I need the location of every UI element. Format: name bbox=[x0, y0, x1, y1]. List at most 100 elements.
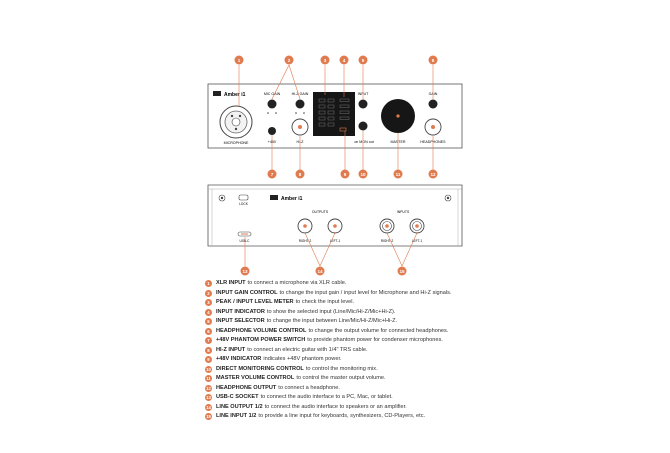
phantom-power-switch[interactable] bbox=[268, 127, 276, 135]
label-output-right: RIGHT-2 bbox=[299, 239, 312, 243]
input-left-core bbox=[415, 224, 419, 228]
meter-segment bbox=[318, 116, 326, 121]
leader-line bbox=[319, 232, 336, 267]
callout-10: 10 bbox=[360, 172, 366, 177]
callout-15: 15 bbox=[399, 269, 405, 274]
input-left-ring bbox=[412, 221, 422, 231]
label-microphone: MICROPHONE bbox=[224, 141, 249, 145]
leader-line bbox=[304, 232, 321, 267]
callout-badge bbox=[428, 55, 438, 65]
callout-1: 1 bbox=[238, 58, 241, 63]
callout-13: 13 bbox=[242, 269, 248, 274]
screw-center bbox=[220, 196, 224, 200]
legend-term: HEADPHONE OUTPUT bbox=[216, 384, 277, 391]
legend-number: 8 bbox=[205, 346, 212, 354]
legend-number: 12 bbox=[205, 384, 212, 392]
callout-badge bbox=[393, 169, 403, 179]
headphone-volume-knob[interactable] bbox=[428, 99, 438, 109]
indicator-led bbox=[339, 116, 350, 120]
meter-segment bbox=[327, 98, 335, 103]
legend-term: HI-Z INPUT bbox=[216, 346, 246, 353]
label-lock: LOCK bbox=[239, 202, 249, 206]
legend-desc: to connect the audio interface to speake… bbox=[264, 403, 407, 410]
mic-gain-knob[interactable] bbox=[267, 99, 277, 109]
callout-badge bbox=[428, 169, 438, 179]
legend-desc: to change the input between Line/Mic/Hi-… bbox=[266, 318, 398, 324]
back-panel-outline bbox=[207, 184, 463, 247]
legend-number: 5 bbox=[205, 318, 212, 326]
input-indicator bbox=[339, 98, 350, 132]
monitoring-knob[interactable] bbox=[358, 121, 368, 131]
meter-segment bbox=[327, 110, 335, 115]
legend-desc: indicates +48V phantom power. bbox=[263, 356, 342, 362]
legend-desc: to connect an electric guitar with 1/4" … bbox=[247, 346, 368, 353]
meter-segment bbox=[318, 110, 326, 115]
callout-2: 2 bbox=[288, 58, 291, 63]
callout-9: 9 bbox=[344, 172, 347, 177]
xlr-pin bbox=[234, 127, 238, 131]
output-right-core bbox=[303, 224, 307, 228]
callout-badge bbox=[339, 55, 349, 65]
legend-desc: to change the output volume for connecte… bbox=[308, 327, 449, 334]
legend-term: INPUT GAIN CONTROL bbox=[216, 289, 278, 296]
callout-11: 11 bbox=[396, 172, 401, 177]
label-mic-gain: MIC GAIN bbox=[264, 92, 281, 96]
callout-4: 4 bbox=[343, 58, 346, 63]
label-input-left: LEFT-1 bbox=[412, 239, 423, 243]
callout-badge bbox=[315, 266, 325, 276]
legend-desc: to control the monitoring mix. bbox=[305, 365, 378, 372]
label-input-right: RIGHT-2 bbox=[381, 239, 394, 243]
legend-term: +48V PHANTOM POWER SWITCH bbox=[216, 337, 306, 343]
hiz-gain-knob[interactable] bbox=[295, 99, 305, 109]
legend-desc: to check the input level. bbox=[295, 299, 355, 305]
callout-badge bbox=[358, 169, 368, 179]
label-outputs: OUTPUTS bbox=[312, 210, 329, 214]
legend-number: 6 bbox=[205, 327, 212, 335]
input-right-core bbox=[385, 224, 389, 228]
meter-segment bbox=[318, 98, 326, 103]
indicator-dot bbox=[303, 112, 305, 114]
front-brand: Amber i1 bbox=[224, 92, 246, 98]
legend-desc: to connect the audio interface to a PC, … bbox=[260, 394, 393, 400]
legend-number: 9 bbox=[205, 356, 212, 364]
callout-badge bbox=[320, 55, 330, 65]
legend-number: 1 bbox=[205, 280, 212, 288]
front-leader-lines bbox=[238, 64, 434, 172]
legend-number: 7 bbox=[205, 337, 212, 345]
indicator-dot bbox=[295, 112, 297, 114]
lock-slot[interactable] bbox=[238, 194, 249, 201]
indicator-dot bbox=[275, 112, 277, 114]
legend-term: +48V INDICATOR bbox=[216, 356, 262, 362]
back-leader-lines bbox=[244, 232, 418, 267]
label-input: INPUT bbox=[358, 92, 370, 96]
callout-badge bbox=[295, 169, 305, 179]
label-output-left: LEFT-1 bbox=[330, 239, 341, 243]
xlr-pin bbox=[230, 114, 234, 118]
front-panel: Amber i1 MICROPHONE MIC GAIN HI-Z GAIN +… bbox=[207, 83, 463, 149]
callout-3: 3 bbox=[324, 58, 327, 63]
headphone-output-core bbox=[431, 125, 435, 129]
legend-desc: to control the master output volume. bbox=[296, 375, 386, 381]
legend-number: 14 bbox=[205, 403, 212, 411]
label-inputs: INPUTS bbox=[397, 210, 410, 214]
level-meter bbox=[318, 98, 335, 127]
legend-desc: to connect a microphone via XLR cable. bbox=[247, 280, 347, 286]
indicator-led bbox=[339, 98, 350, 102]
input-selector[interactable] bbox=[358, 99, 368, 109]
callout-badge bbox=[340, 169, 350, 179]
legend-number: 10 bbox=[205, 365, 212, 373]
indicator-led bbox=[339, 104, 350, 108]
output-left-core bbox=[333, 224, 337, 228]
meter-segment bbox=[327, 116, 335, 121]
legend-number: 11 bbox=[205, 375, 212, 383]
